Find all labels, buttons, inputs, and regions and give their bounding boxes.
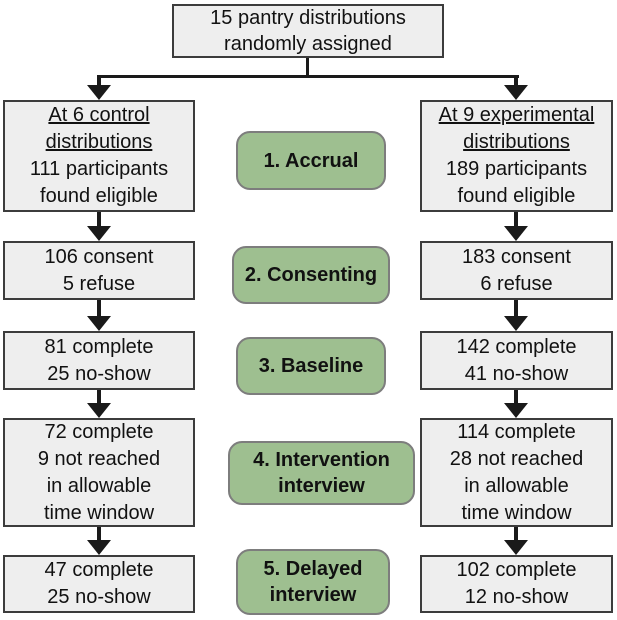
control-delayed-box: 47 complete 25 no-show bbox=[3, 555, 195, 613]
arrow-head bbox=[87, 226, 111, 241]
control-delayed-text: 47 complete 25 no-show bbox=[44, 559, 154, 608]
control-consent-text: 106 consent 5 refuse bbox=[44, 245, 154, 295]
experimental-intervention-text: 114 complete 28 not reached in allowable… bbox=[449, 420, 584, 524]
arrow-down bbox=[504, 75, 528, 100]
experimental-consent-text: 183 consent 6 refuse bbox=[462, 245, 571, 295]
arrow-shaft bbox=[514, 75, 518, 86]
experimental-heading: At 9 experimental distributions bbox=[438, 104, 595, 153]
arrow-head bbox=[87, 316, 111, 331]
arrow-head bbox=[87, 540, 111, 555]
randomization-text: 15 pantry distributions randomly assigne… bbox=[210, 7, 406, 55]
arrow-head bbox=[87, 85, 111, 100]
experimental-baseline-box: 142 complete 41 no-show bbox=[420, 331, 613, 390]
control-consent-box: 106 consent 5 refuse bbox=[3, 241, 195, 300]
stage-baseline-label: 3. Baseline bbox=[258, 355, 364, 377]
experimental-intervention-box: 114 complete 28 not reached in allowable… bbox=[420, 418, 613, 527]
experimental-delayed-text: 102 complete 12 no-show bbox=[456, 559, 577, 608]
arrow-head bbox=[504, 226, 528, 241]
experimental-delayed-box: 102 complete 12 no-show bbox=[420, 555, 613, 613]
arrow-down bbox=[87, 75, 111, 100]
arrow-shaft bbox=[514, 390, 518, 404]
stage-accrual: 1. Accrual bbox=[236, 131, 386, 190]
stage-consenting-label: 2. Consenting bbox=[244, 264, 378, 286]
arrow-head bbox=[87, 403, 111, 418]
control-baseline-box: 81 complete 25 no-show bbox=[3, 331, 195, 390]
experimental-eligible-text: 189 participants found eligible bbox=[445, 158, 588, 207]
experimental-consent-box: 183 consent 6 refuse bbox=[420, 241, 613, 300]
arrow-shaft bbox=[97, 527, 101, 541]
stage-delayed-interview: 5. Delayed interview bbox=[236, 549, 390, 615]
arrow-shaft bbox=[97, 390, 101, 404]
arrow-head bbox=[504, 85, 528, 100]
control-heading: At 6 control distributions bbox=[45, 104, 153, 153]
arrow-shaft bbox=[97, 300, 101, 317]
experimental-baseline-text: 142 complete 41 no-show bbox=[456, 335, 577, 385]
stage-accrual-label: 1. Accrual bbox=[263, 149, 359, 172]
arrow-shaft bbox=[97, 75, 101, 86]
arrow-head bbox=[504, 540, 528, 555]
control-baseline-text: 81 complete 25 no-show bbox=[44, 335, 154, 385]
arrow-shaft bbox=[514, 212, 518, 227]
arrow-down bbox=[87, 527, 111, 555]
experimental-eligibility-box: At 9 experimental distributions 189 part… bbox=[420, 100, 613, 212]
arrow-head bbox=[504, 403, 528, 418]
arrow-down bbox=[87, 300, 111, 331]
control-intervention-text: 72 complete 9 not reached in allowable t… bbox=[37, 420, 161, 524]
control-eligibility-box: At 6 control distributions 111 participa… bbox=[3, 100, 195, 212]
stage-baseline: 3. Baseline bbox=[236, 337, 386, 395]
arrow-down bbox=[504, 527, 528, 555]
arrow-head bbox=[504, 316, 528, 331]
arrow-down bbox=[87, 212, 111, 241]
arrow-shaft bbox=[514, 527, 518, 541]
stage-intervention-label: 4. Intervention interview bbox=[253, 449, 390, 497]
randomization-box: 15 pantry distributions randomly assigne… bbox=[172, 4, 444, 58]
connector-horizontal-split bbox=[97, 75, 519, 78]
stage-consenting: 2. Consenting bbox=[232, 246, 390, 304]
control-intervention-box: 72 complete 9 not reached in allowable t… bbox=[3, 418, 195, 527]
control-eligible-text: 111 participants found eligible bbox=[29, 158, 169, 207]
arrow-down bbox=[504, 390, 528, 418]
arrow-shaft bbox=[97, 212, 101, 227]
stage-delayed-label: 5. Delayed interview bbox=[263, 558, 363, 606]
arrow-shaft bbox=[514, 300, 518, 317]
arrow-down bbox=[504, 300, 528, 331]
stage-intervention-interview: 4. Intervention interview bbox=[228, 441, 415, 505]
connector-vertical-stem bbox=[306, 58, 309, 77]
arrow-down bbox=[87, 390, 111, 418]
arrow-down bbox=[504, 212, 528, 241]
